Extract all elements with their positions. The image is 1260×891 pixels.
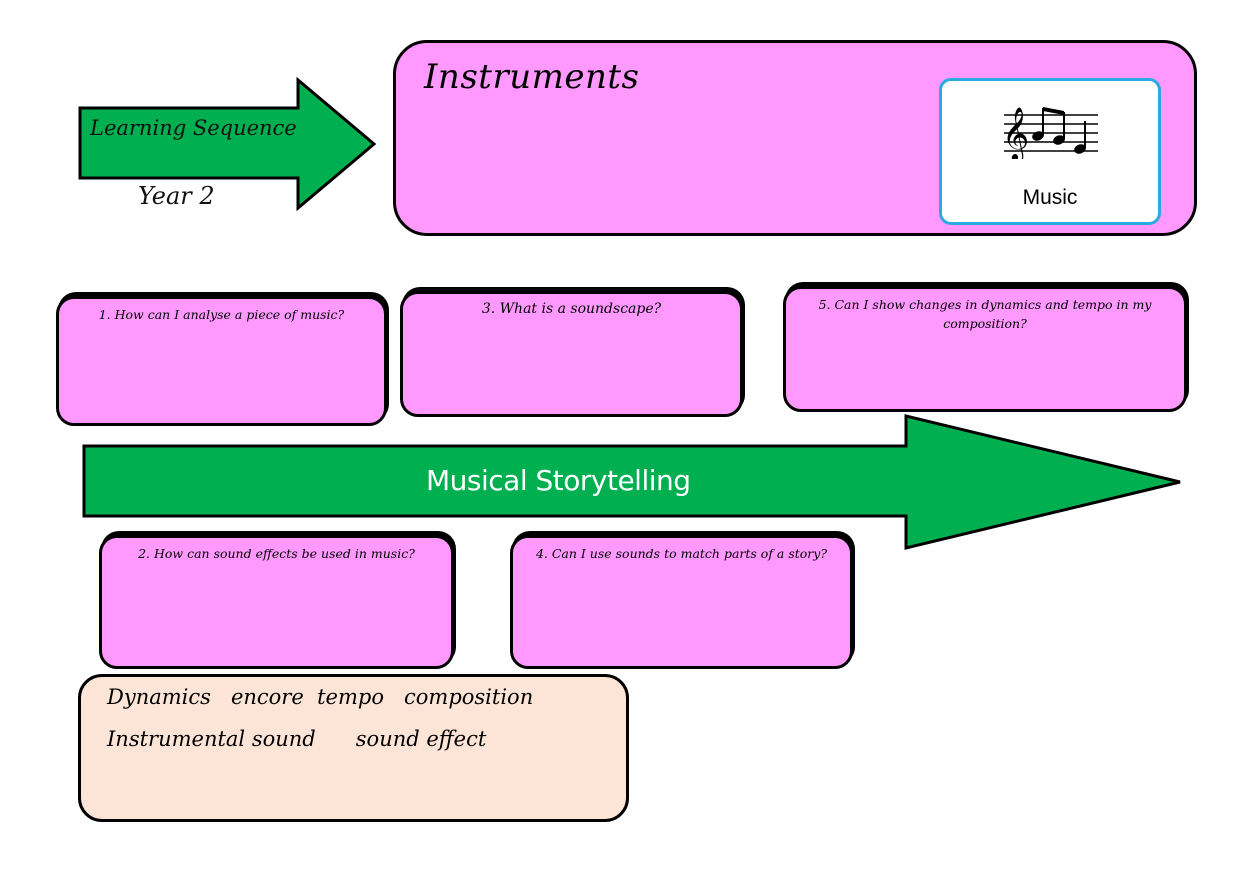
unit-arrow <box>82 414 1181 550</box>
lesson-question: 5. Can I show changes in dynamics and te… <box>818 297 1152 331</box>
unit-title: Musical Storytelling <box>426 464 691 497</box>
lesson-question: 1. How can I analyse a piece of music? <box>98 307 345 322</box>
topic-title-box: Instruments 𝄞 Music <box>393 40 1197 236</box>
learning-sequence-arrow <box>78 76 377 212</box>
subject-label: Music <box>1022 186 1078 209</box>
lesson-question: 4. Can I use sounds to match parts of a … <box>535 546 828 561</box>
learning-sequence-label: Learning Sequence <box>90 116 297 140</box>
lesson-card-3: 3. What is a soundscape? <box>400 291 743 417</box>
lesson-card-2: 2. How can sound effects be used in musi… <box>99 535 454 669</box>
svg-text:𝄞: 𝄞 <box>1002 106 1029 159</box>
music-staff-icon: 𝄞 <box>1002 106 1098 159</box>
topic-title: Instruments <box>424 57 640 97</box>
year-label: Year 2 <box>138 182 215 210</box>
lesson-card-5: 5. Can I show changes in dynamics and te… <box>783 286 1187 412</box>
lesson-card-1: 1. How can I analyse a piece of music? <box>56 296 387 426</box>
lesson-card-4: 4. Can I use sounds to match parts of a … <box>510 535 853 669</box>
vocabulary-line-2: Instrumental sound sound effect <box>107 727 487 751</box>
subject-card: 𝄞 Music <box>939 78 1161 225</box>
lesson-question: 3. What is a soundscape? <box>481 301 662 317</box>
lesson-question: 2. How can sound effects be used in musi… <box>138 546 415 561</box>
vocabulary-box: Dynamics encore tempo composition Instru… <box>78 674 629 822</box>
vocabulary-line-1: Dynamics encore tempo composition <box>107 685 534 709</box>
